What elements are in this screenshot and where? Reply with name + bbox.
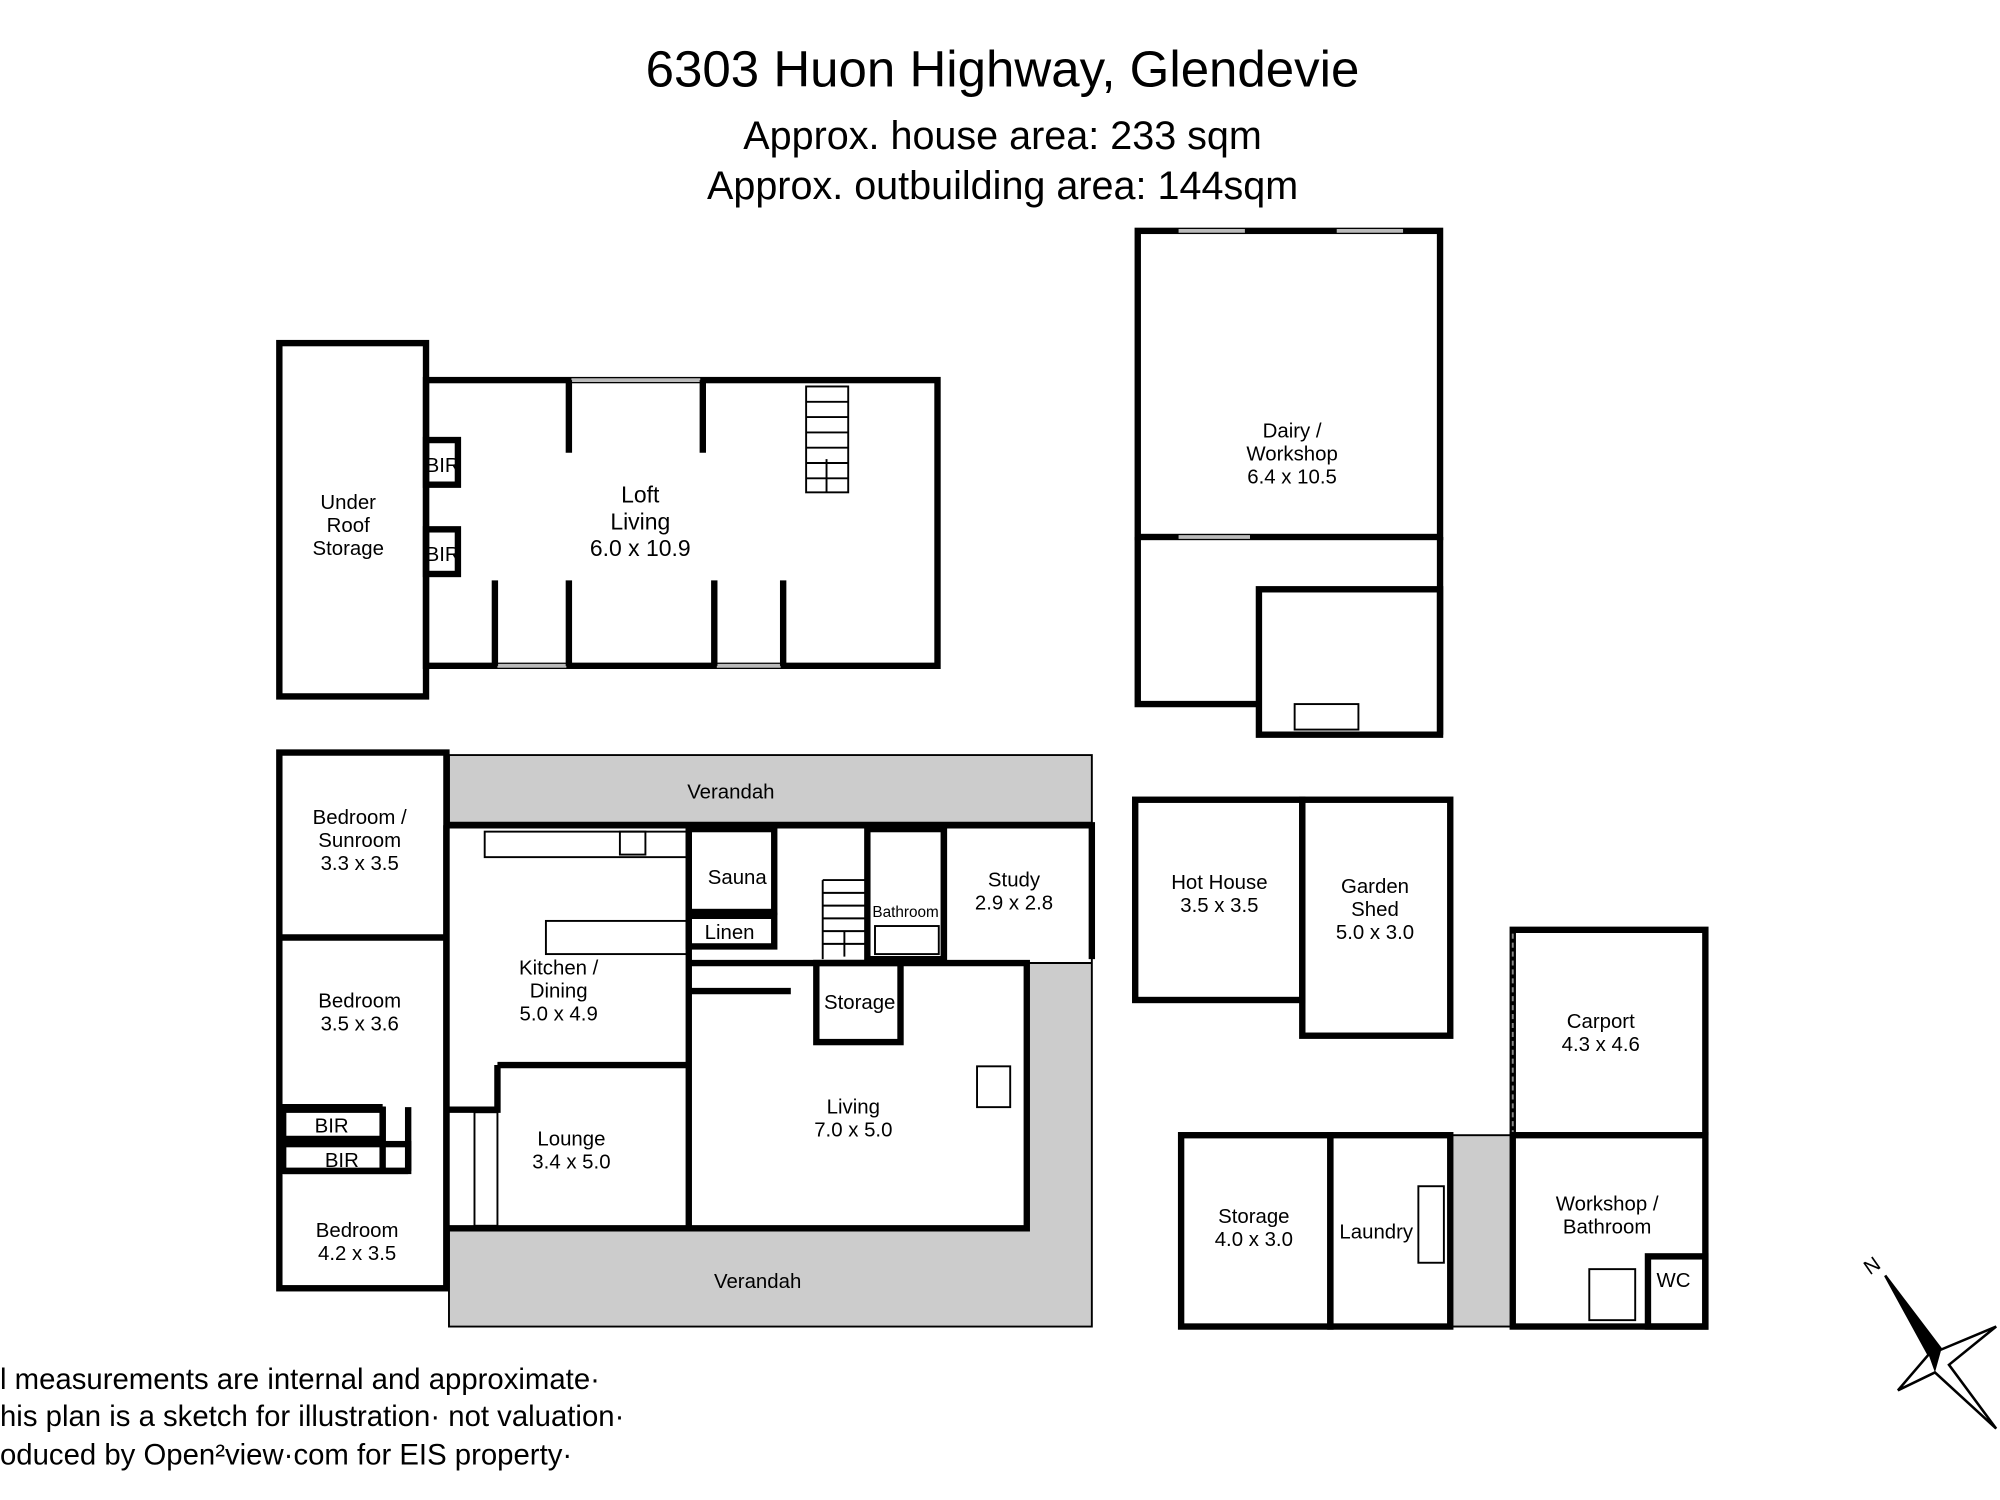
outbuildings xyxy=(1132,796,1709,1330)
north-arrow-icon: N xyxy=(1860,1253,1998,1430)
outbuilding-area: Approx. outbuilding area: 144sqm xyxy=(707,164,1298,208)
label-workshop-bathroom: Workshop /Bathroom xyxy=(1556,1193,1659,1238)
house-area: Approx. house area: 233 sqm xyxy=(743,114,1262,158)
label-linen: Linen xyxy=(705,922,755,944)
loft-level xyxy=(276,339,941,700)
label-verandah-bottom: Verandah xyxy=(714,1271,801,1293)
plan-title: 6303 Huon Highway, Glendevie xyxy=(646,41,1360,98)
label-laundry: Laundry xyxy=(1339,1222,1413,1244)
footer-line: l measurements are internal and approxim… xyxy=(0,1363,600,1396)
label-bir-loft-1: BIR xyxy=(426,455,460,477)
footer-line: oduced by Open²view·com for EIS property… xyxy=(0,1438,572,1471)
compass-label: N xyxy=(1860,1253,1885,1279)
label-bir-1: BIR xyxy=(315,1116,349,1138)
label-storage-small: Storage xyxy=(824,992,895,1014)
label-bir-2: BIR xyxy=(325,1150,359,1172)
label-bir-loft-2: BIR xyxy=(426,544,460,566)
label-sauna: Sauna xyxy=(708,867,768,889)
header: 6303 Huon Highway, Glendevie Approx. hou… xyxy=(646,41,1360,208)
label-bathroom: Bathroom xyxy=(872,904,938,921)
stairs xyxy=(805,385,850,494)
label-verandah-top: Verandah xyxy=(687,781,774,803)
main-house xyxy=(276,749,1096,1328)
label-wc: WC xyxy=(1656,1270,1690,1292)
stairs xyxy=(821,879,868,960)
dairy-building xyxy=(1134,227,1444,738)
footer-notes: l measurements are internal and approxim… xyxy=(0,1363,624,1471)
footer-line: his plan is a sketch for illustration· n… xyxy=(0,1400,624,1433)
